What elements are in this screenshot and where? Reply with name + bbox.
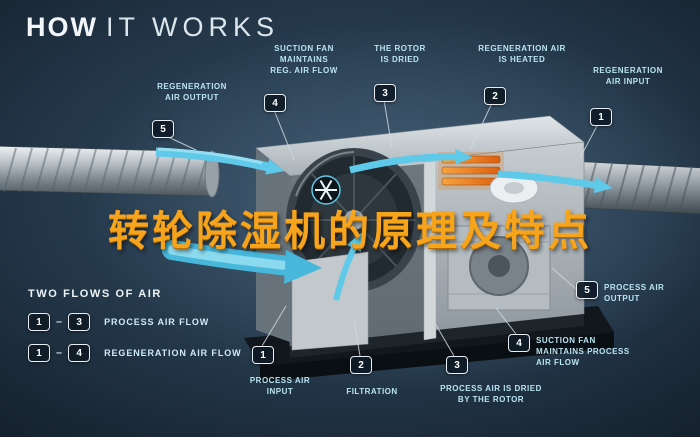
legend-heading: TWO FLOWS OF AIR xyxy=(28,288,162,300)
legend-row-regeneration: 1 – 4 REGENERATION AIR FLOW xyxy=(28,344,242,362)
callout-badge-1-top-right: 1 xyxy=(590,108,612,126)
callout-label-regeneration-air-heated: REGENERATION AIR IS HEATED xyxy=(478,44,566,64)
callout-label-suction-fan-reg: SUCTION FAN MAINTAINS REG. AIR FLOW xyxy=(270,44,338,75)
overlay-chinese-title: 转轮除湿机的原理及特点 xyxy=(108,208,592,254)
callout-badge-2-bottom: 2 xyxy=(350,356,372,374)
legend-row-process: 1 – 3 PROCESS AIR FLOW xyxy=(28,313,242,331)
legend-dash: – xyxy=(56,347,63,359)
callout-badge-5-left: 5 xyxy=(152,120,174,138)
callout-badge-3-bottom: 3 xyxy=(446,356,468,374)
legend-badge-from: 1 xyxy=(28,344,50,362)
callout-label-rotor-dried: THE ROTOR IS DRIED xyxy=(374,44,426,64)
callout-label-suction-fan-process: SUCTION FAN MAINTAINS PROCESS AIR FLOW xyxy=(536,336,630,367)
callout-badge-2-top: 2 xyxy=(484,87,506,105)
callout-badge-5-right: 5 xyxy=(576,281,598,299)
airflow-arrows xyxy=(155,147,613,301)
callout-label-process-air-input: PROCESS AIR INPUT xyxy=(249,376,311,396)
callout-badge-3-top: 3 xyxy=(374,84,396,102)
callout-label-filtration: FILTRATION xyxy=(346,387,398,396)
legend-badge-from: 1 xyxy=(28,313,50,331)
callout-label-process-air-dried: PROCESS AIR IS DRIED BY THE ROTOR xyxy=(440,384,542,404)
callout-badge-4-bottom-right: 4 xyxy=(508,334,530,352)
callout-badge-1-bottom: 1 xyxy=(252,346,274,364)
desiccant-rotor xyxy=(286,148,422,351)
page-title-bold: HOW xyxy=(26,12,98,42)
callout-label-regeneration-air-output: REGENERATION AIR OUTPUT xyxy=(157,82,227,102)
leader-lines xyxy=(165,99,599,357)
page-title-light: IT WORKS xyxy=(105,12,279,42)
callout-label-regeneration-air-input: REGENERATION AIR INPUT xyxy=(593,66,663,86)
callout-label-process-air-output: PROCESS AIR OUTPUT xyxy=(604,283,665,303)
callout-badge-4-top: 4 xyxy=(264,94,286,112)
legend-badge-to: 3 xyxy=(68,313,91,331)
legend-label-process-air-flow: PROCESS AIR FLOW xyxy=(104,317,210,327)
legend-label-regeneration-air-flow: REGENERATION AIR FLOW xyxy=(104,348,242,358)
left-duct xyxy=(0,145,220,198)
suction-fan-unit xyxy=(447,172,551,311)
legend-dash: – xyxy=(56,316,63,328)
fan-swirl-icon xyxy=(311,175,341,205)
legend: TWO FLOWS OF AIR 1 – 3 PROCESS AIR FLOW … xyxy=(28,288,242,362)
legend-badge-to: 4 xyxy=(68,344,91,362)
